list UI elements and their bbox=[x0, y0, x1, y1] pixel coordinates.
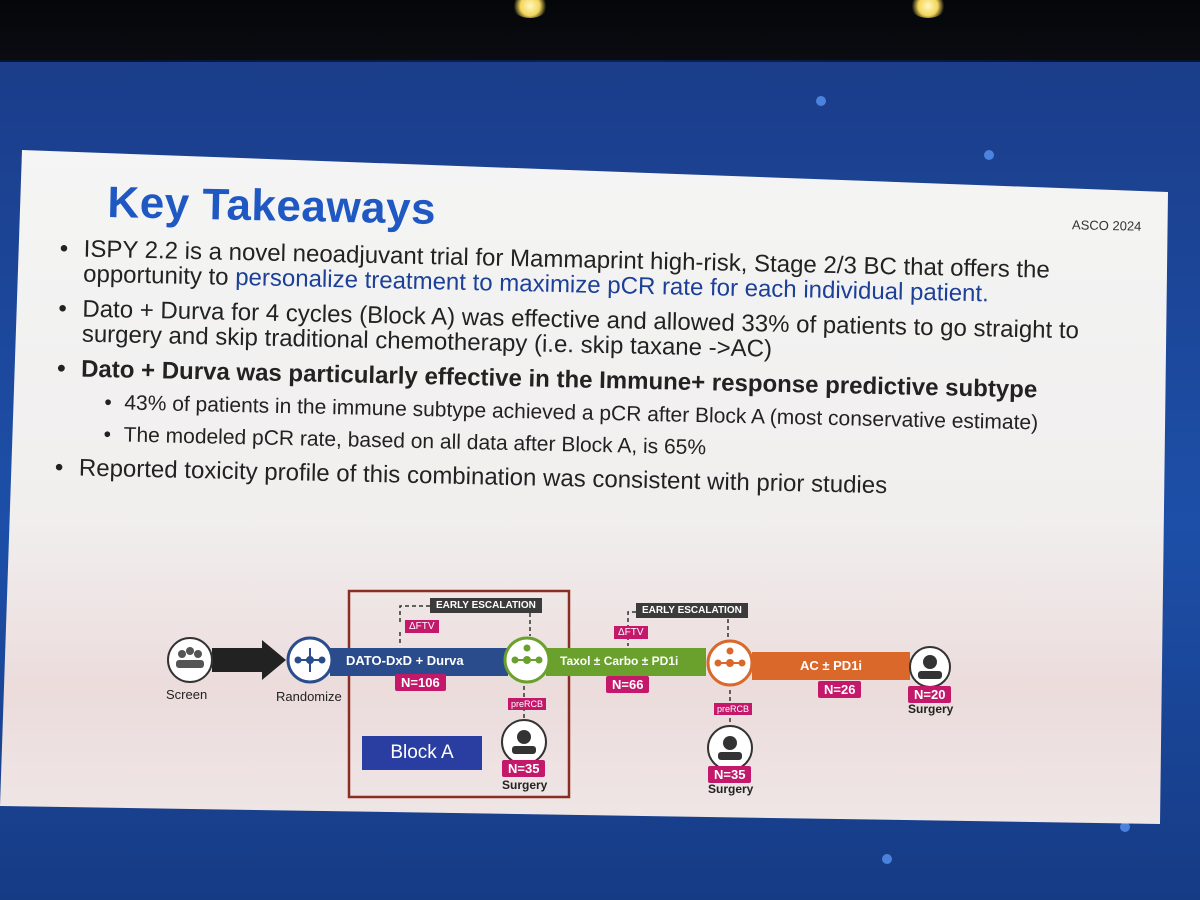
escalation-line-1 bbox=[399, 605, 531, 636]
surgeon-icon bbox=[512, 655, 942, 760]
arm-1-label: DATO-DxD + Durva bbox=[346, 653, 464, 668]
decor-dot bbox=[984, 150, 994, 160]
surgery-2-label: Surgery bbox=[708, 782, 754, 796]
ftv-label-1: ΔFTV bbox=[405, 620, 439, 633]
surgery-3-n: N=20 bbox=[908, 686, 952, 703]
arm-2-n: N=66 bbox=[606, 676, 650, 693]
network-icon bbox=[714, 647, 746, 667]
connector-lines bbox=[399, 632, 731, 724]
surgery-3-label: Surgery bbox=[908, 702, 954, 716]
early-escalation-label-1: EARLY ESCALATION bbox=[430, 598, 542, 613]
surgery-1-n: N=35 bbox=[502, 760, 546, 777]
network-icon bbox=[294, 648, 326, 672]
surgery-1-label: Surgery bbox=[502, 778, 548, 792]
network-icon bbox=[511, 644, 543, 664]
screen-label: Screen bbox=[166, 687, 208, 702]
prercb-label-1: preRCB bbox=[508, 698, 547, 710]
escalation-line-2 bbox=[627, 611, 729, 638]
arm-3-bar bbox=[752, 652, 910, 680]
ftv-label-2: ΔFTV bbox=[614, 626, 648, 639]
arm-3-n: N=26 bbox=[818, 681, 862, 698]
arm-2-label: Taxol ± Carbo ± PD1i bbox=[560, 654, 679, 668]
ceiling bbox=[0, 0, 1200, 60]
block-a-label: Block A bbox=[362, 736, 482, 770]
ceiling-light bbox=[910, 0, 946, 18]
arm-3-label: AC ± PD1i bbox=[800, 658, 863, 673]
decor-dot bbox=[816, 96, 826, 106]
ceiling-light bbox=[512, 0, 548, 18]
early-escalation-label-2: EARLY ESCALATION bbox=[636, 603, 748, 618]
decor-dot bbox=[1120, 822, 1130, 832]
block-a-frame bbox=[347, 589, 571, 799]
arm-1-n: N=106 bbox=[395, 674, 446, 691]
people-icon bbox=[176, 647, 204, 668]
surgery-2-n: N=35 bbox=[708, 766, 752, 783]
screen-arrow bbox=[212, 640, 286, 680]
decor-dot bbox=[882, 854, 892, 864]
randomize-label: Randomize bbox=[276, 689, 342, 704]
arm-2-bar bbox=[546, 648, 706, 676]
prercb-label-2: preRCB bbox=[714, 703, 753, 715]
arm-1-bar bbox=[330, 648, 508, 676]
